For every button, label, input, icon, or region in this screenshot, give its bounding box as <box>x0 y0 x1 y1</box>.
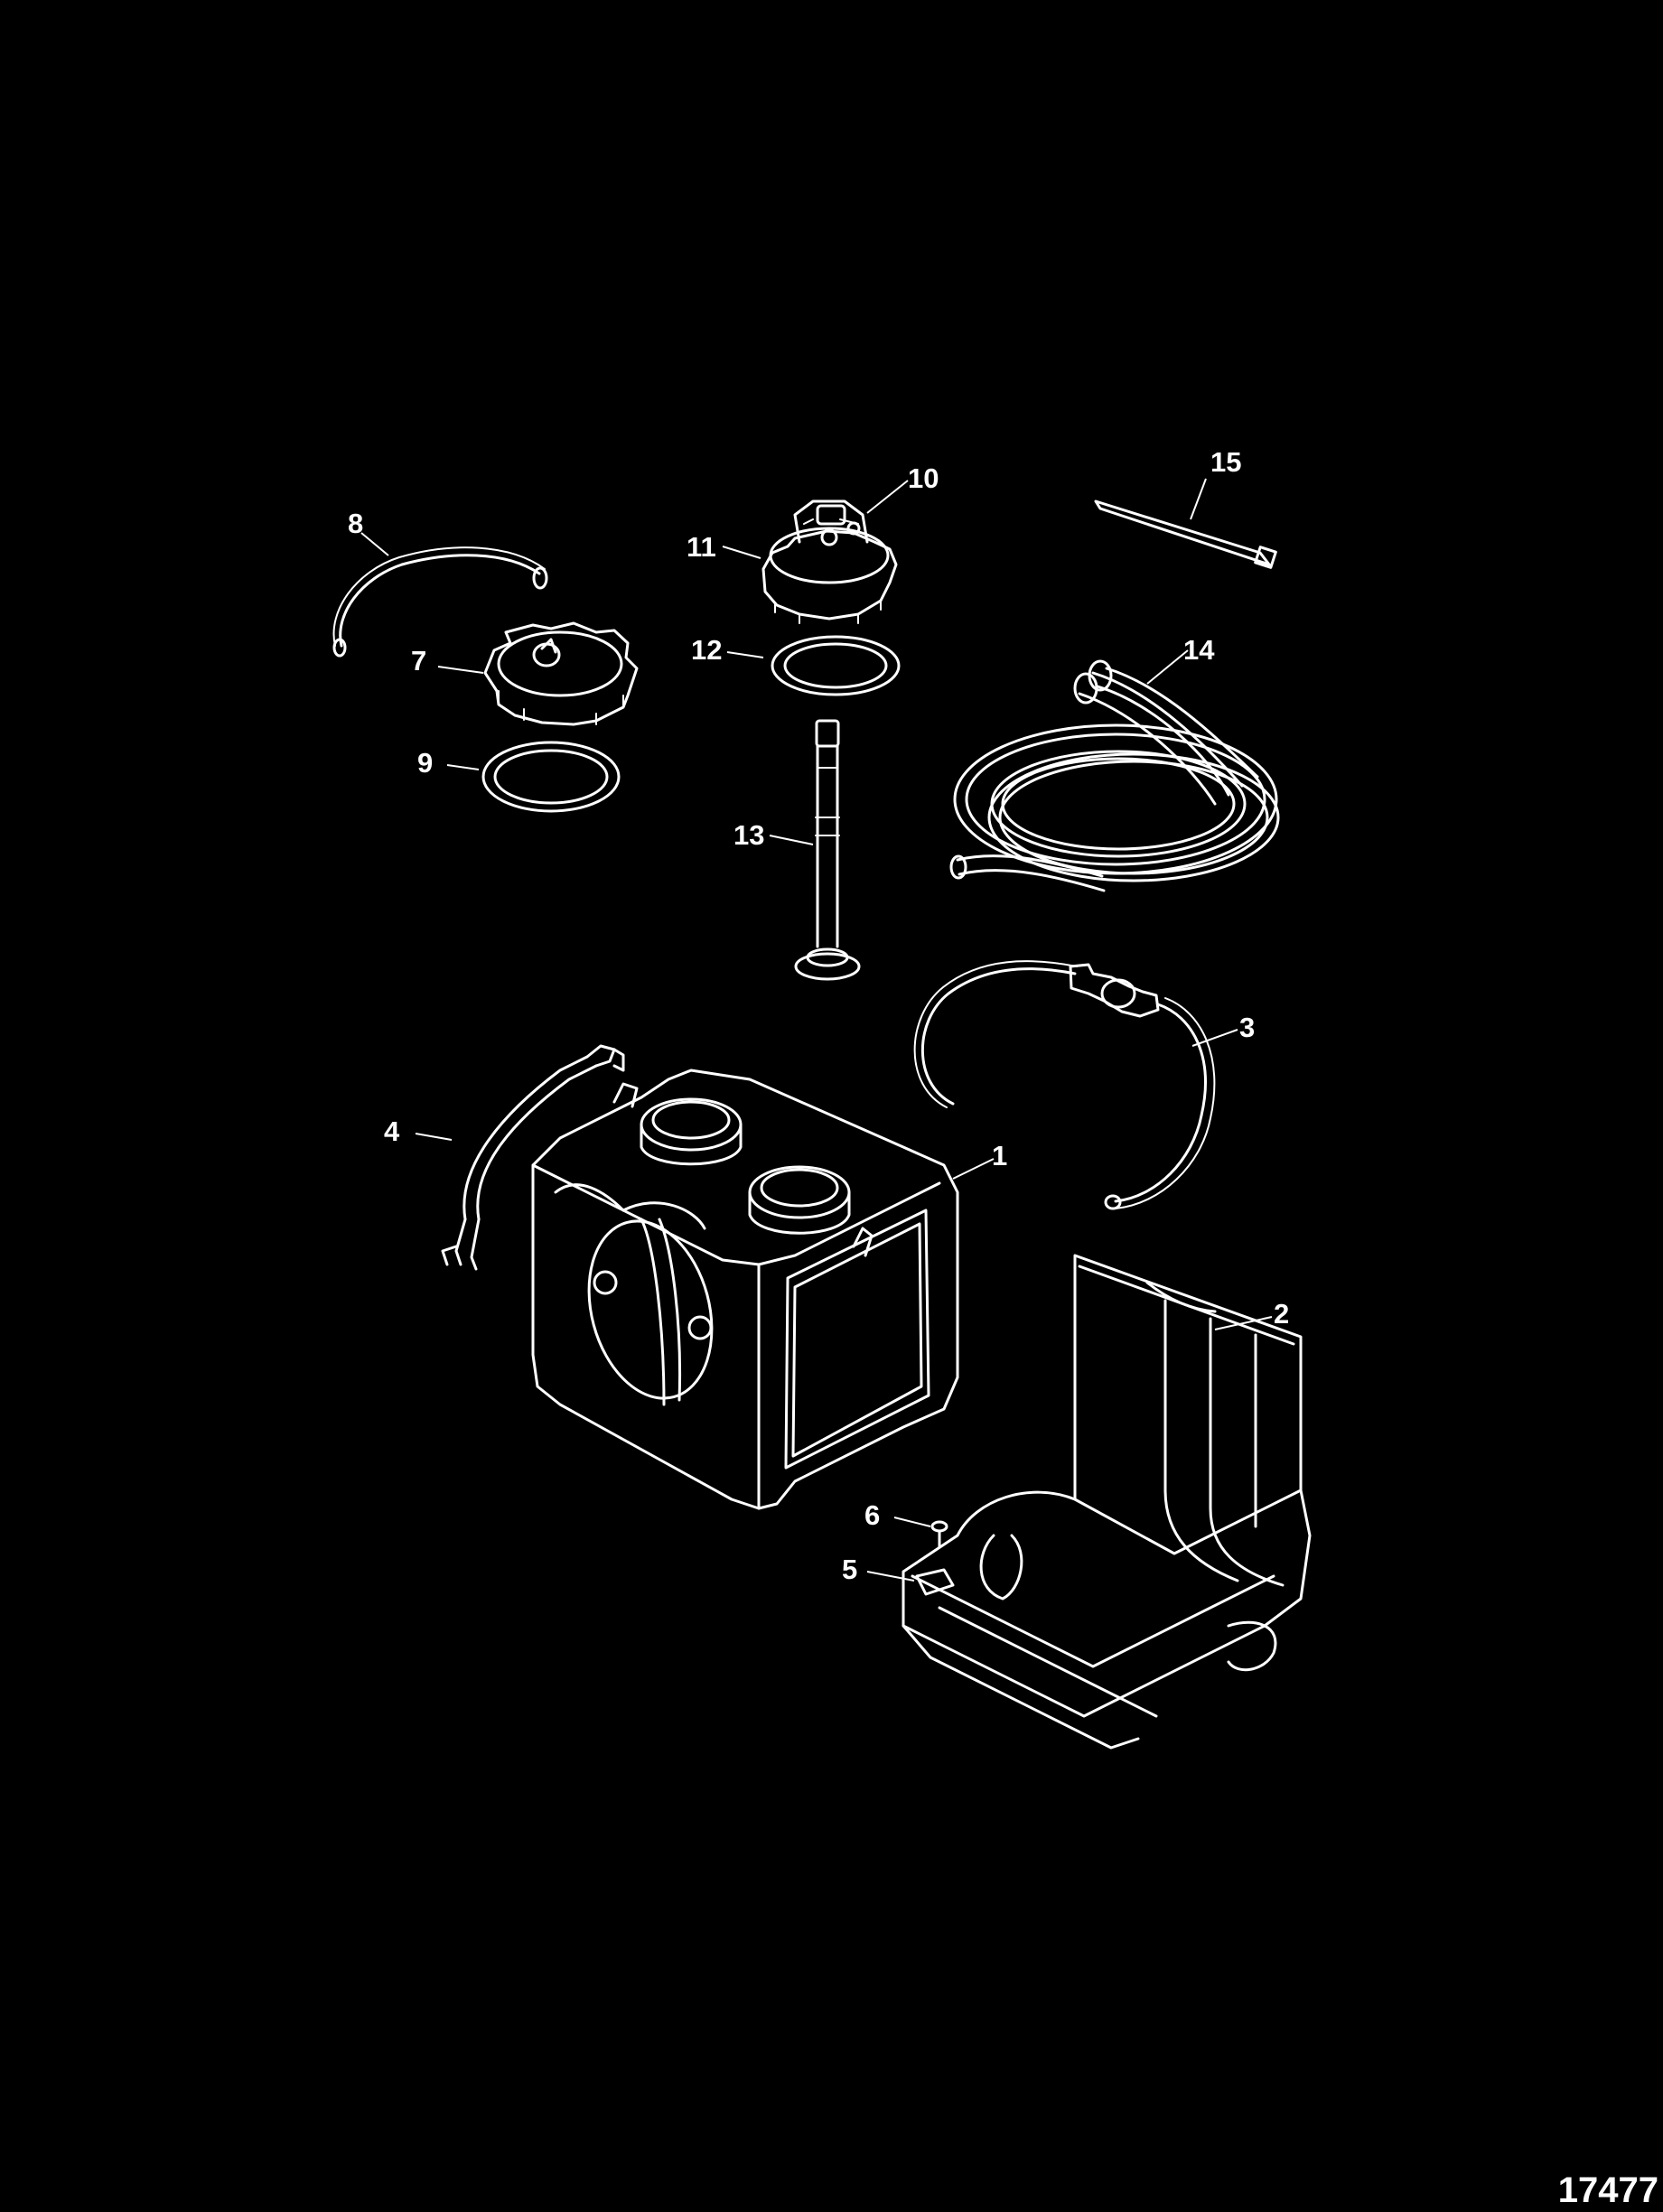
callout-14: 14 <box>1183 634 1215 666</box>
leader-12 <box>726 651 764 658</box>
figure-number: 17477 <box>1558 2170 1658 2210</box>
callout-8: 8 <box>348 508 363 539</box>
leader-4 <box>415 1133 453 1141</box>
primer-bulb <box>1069 963 1160 1018</box>
callout-9: 9 <box>417 747 433 779</box>
callout-2: 2 <box>1274 1298 1289 1330</box>
leader-1 <box>952 1158 995 1180</box>
part-13-pickup-tube <box>794 719 861 981</box>
part-7-fill-cap <box>483 621 639 726</box>
part-14-fuel-hose <box>949 659 1280 892</box>
part-6-screw <box>930 1520 948 1548</box>
part-4-strap <box>441 1044 625 1271</box>
part-15-cable-tie <box>1094 499 1277 569</box>
part-2-tank-bracket <box>902 1254 1312 1750</box>
callout-15: 15 <box>1210 446 1241 478</box>
callout-5: 5 <box>842 1554 857 1585</box>
callout-7: 7 <box>411 645 426 677</box>
part-1-fuel-tank <box>531 1069 959 1510</box>
part-8-tether <box>332 546 548 658</box>
leader-15 <box>1190 478 1207 520</box>
leader-14 <box>1146 649 1189 685</box>
part-10-gauge-head <box>793 499 869 546</box>
part-5-clip <box>915 1568 955 1596</box>
leader-7 <box>437 666 484 674</box>
leader-5 <box>866 1571 915 1582</box>
part-11-gauge-cap <box>761 527 898 624</box>
part-3-fuel-line <box>913 960 1216 1210</box>
callout-13: 13 <box>733 819 764 851</box>
leader-8 <box>360 532 389 556</box>
leader-3 <box>1191 1029 1238 1047</box>
callout-10: 10 <box>908 462 939 494</box>
leader-6 <box>893 1517 931 1527</box>
leader-13 <box>769 835 814 845</box>
leader-11 <box>722 546 761 559</box>
part-12-o-ring <box>771 635 901 696</box>
part-9-o-ring <box>481 741 621 813</box>
leader-9 <box>446 764 480 770</box>
callout-4: 4 <box>384 1115 400 1147</box>
leader-10 <box>866 480 909 514</box>
callout-6: 6 <box>864 1499 880 1531</box>
leader-2 <box>1214 1316 1273 1330</box>
callout-12: 12 <box>691 634 722 666</box>
callout-11: 11 <box>687 531 716 563</box>
callout-3: 3 <box>1239 1012 1255 1043</box>
callout-1: 1 <box>992 1140 1007 1171</box>
